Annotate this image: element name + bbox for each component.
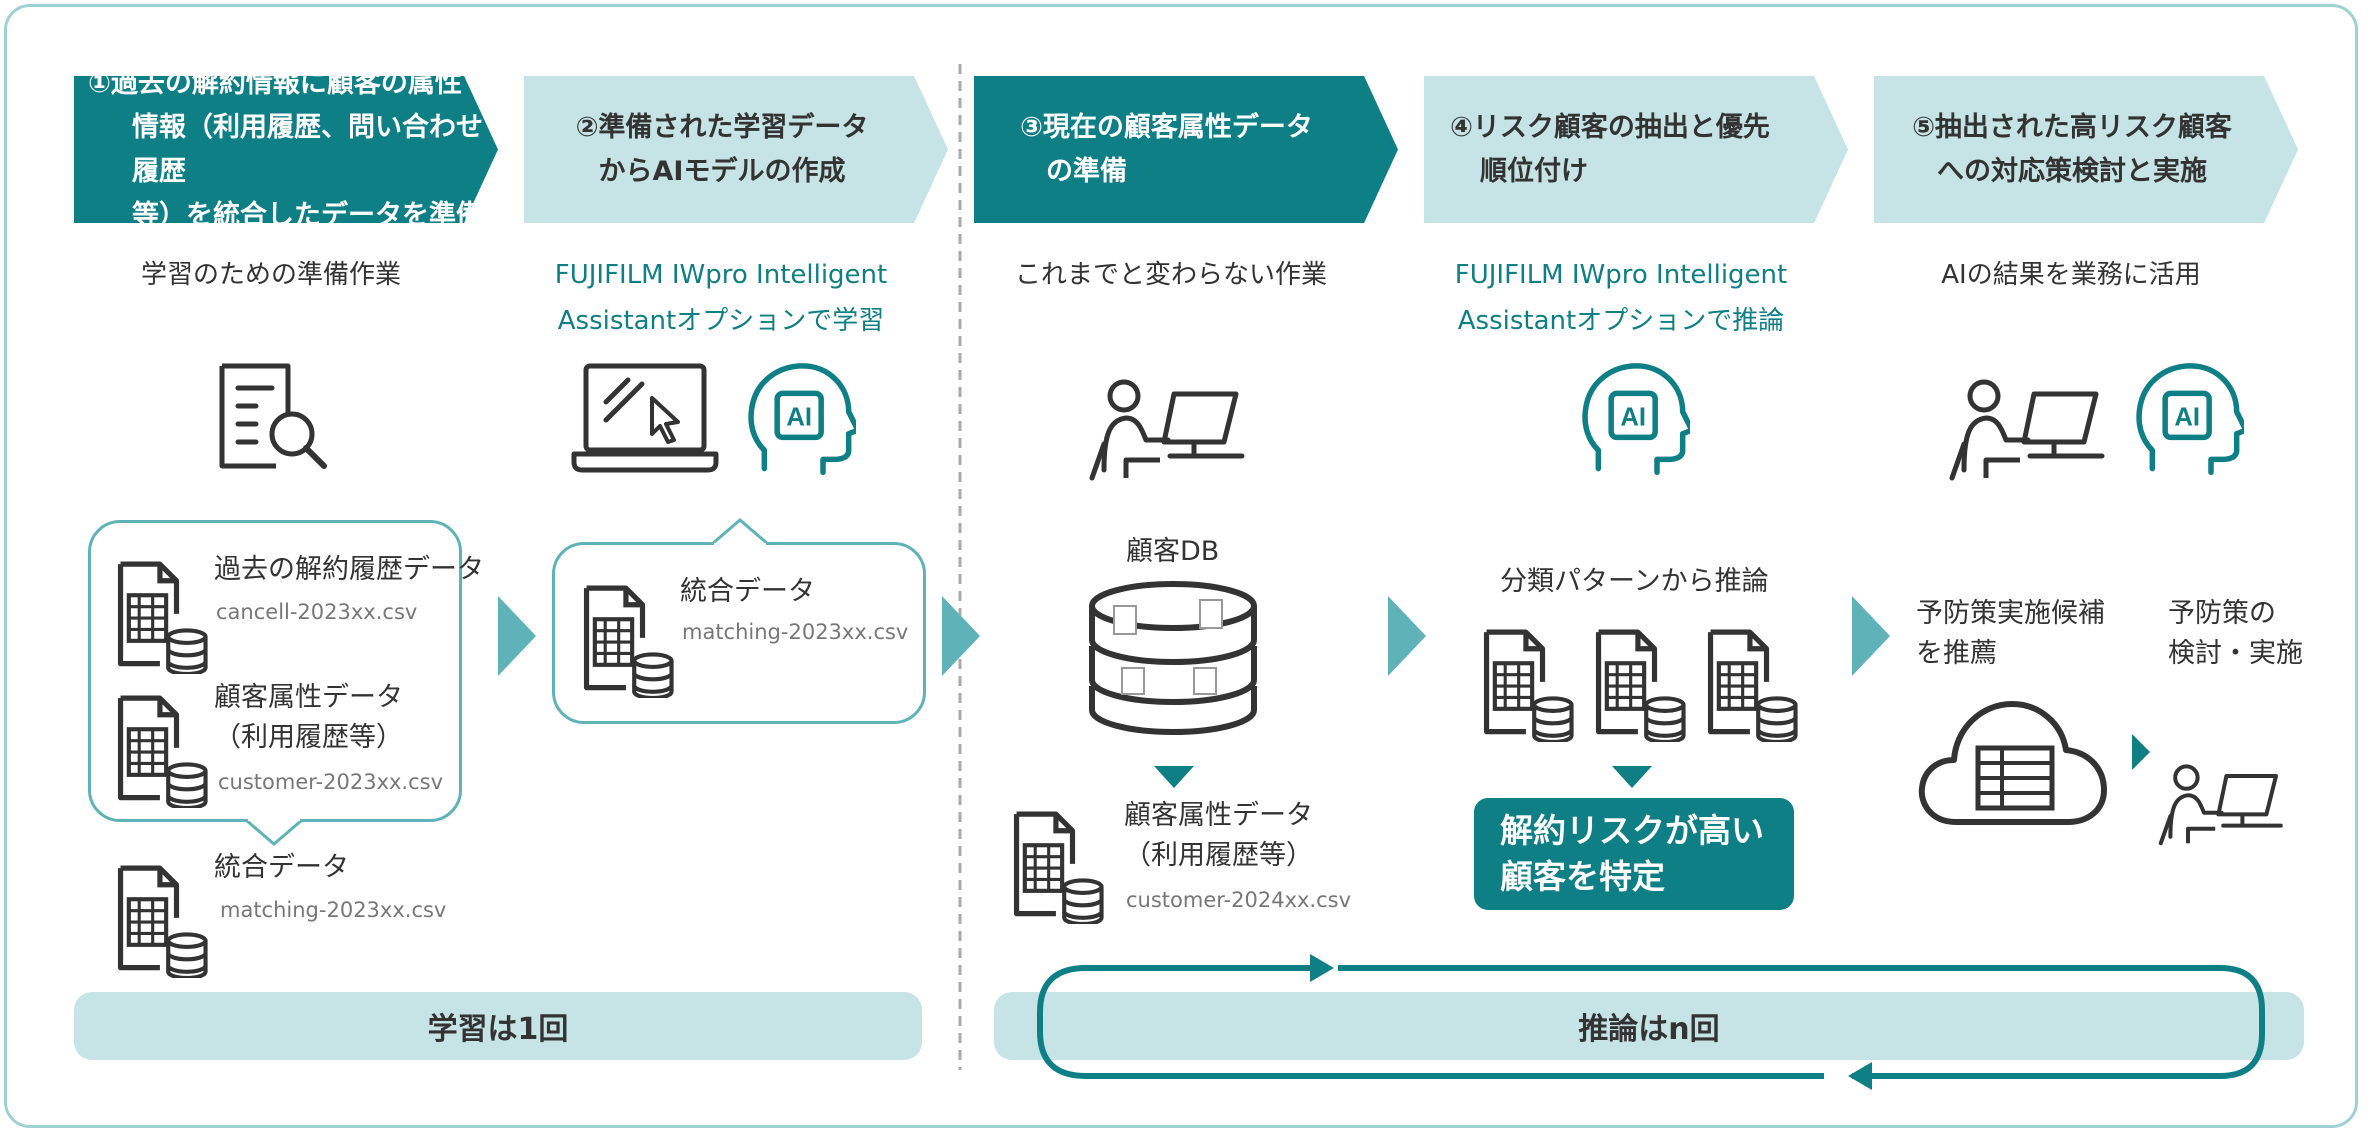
customer-db-label: 顧客DB	[1126, 536, 1220, 567]
laptop-icon	[571, 363, 719, 473]
learn-once-bar: 学習は1回	[74, 992, 922, 1060]
spreadsheet-database-icon	[1476, 628, 1580, 742]
step-4-header: ④リスク顧客の抽出と優先順位付け	[1424, 76, 1848, 223]
customer-attr-label: 顧客属性データ（利用履歴等）	[1124, 800, 1313, 871]
merged-data-callout	[552, 542, 926, 724]
step-1-subtitle: 学習のための準備作業	[140, 260, 401, 290]
spreadsheet-database-icon	[1006, 810, 1110, 924]
merged-data-filename: matching-2023xx.csv	[220, 898, 447, 922]
step-3-subtitle: これまでと変わらない作業	[1014, 260, 1327, 290]
ai-head-icon	[2134, 358, 2244, 482]
cancel-history-label: 過去の解約履歴データ	[214, 554, 484, 585]
spreadsheet-database-icon	[110, 560, 214, 674]
step-5-subtitle: AIの結果を業務に活用	[1941, 260, 2201, 290]
person-computer-icon	[2156, 760, 2284, 848]
merged-data-filename: matching-2023xx.csv	[682, 620, 909, 644]
high-risk-result-box: 解約リスクが高い顧客を特定	[1474, 798, 1794, 910]
database-icon	[1089, 581, 1257, 735]
cloud-table-icon	[1918, 701, 2107, 825]
cancel-history-filename: cancell-2023xx.csv	[216, 600, 418, 624]
outer-frame	[4, 4, 2358, 1128]
inference-label: 分類パターンから推論	[1500, 566, 1769, 597]
customer-attr-filename: customer-2023xx.csv	[218, 770, 444, 794]
spreadsheet-database-icon	[576, 584, 680, 698]
spreadsheet-database-icon	[1700, 628, 1804, 742]
infer-n-times-bar: 推論はn回	[994, 992, 2304, 1060]
candidate-label: 予防策実施候補を推薦	[1916, 598, 2105, 669]
person-computer-icon	[1086, 374, 1246, 484]
arrow-right-icon	[498, 596, 536, 676]
merged-data-label: 統合データ	[214, 852, 349, 883]
phase-divider	[958, 64, 962, 1070]
step-5-header: ⑤抽出された高リスク顧客への対応策検討と実施	[1874, 76, 2298, 223]
step-2-header: ②準備された学習データからAIモデルの作成	[524, 76, 948, 223]
callout-pointer	[245, 818, 303, 846]
spreadsheet-database-icon	[110, 864, 214, 978]
callout-pointer	[711, 518, 769, 547]
arrow-down-icon	[1612, 766, 1652, 788]
spreadsheet-database-icon	[1588, 628, 1692, 742]
arrow-right-icon	[1852, 596, 1890, 676]
arrow-right-icon	[2132, 734, 2150, 770]
ai-head-icon	[746, 358, 856, 482]
customer-attr-label: 顧客属性データ（利用履歴等）	[214, 682, 403, 753]
ai-head-icon	[1580, 358, 1690, 482]
step-3-header: ③現在の顧客属性データの準備	[974, 76, 1398, 223]
merged-data-label: 統合データ	[680, 576, 815, 607]
customer-attr-filename: customer-2024xx.csv	[1126, 888, 1352, 912]
action-label: 予防策の検討・実施	[2168, 598, 2303, 669]
person-computer-icon	[1946, 374, 2106, 484]
cycle-arrow-icon	[1037, 954, 2265, 1090]
arrow-right-icon	[942, 596, 980, 676]
arrow-down-icon	[1154, 766, 1194, 788]
step-1-header: ①過去の解約情報に顧客の属性情報（利用履歴、問い合わせ履歴等）を統合したデータを…	[74, 76, 498, 223]
document-search-icon	[219, 363, 327, 469]
arrow-right-icon	[1388, 596, 1426, 676]
spreadsheet-database-icon	[110, 694, 214, 808]
